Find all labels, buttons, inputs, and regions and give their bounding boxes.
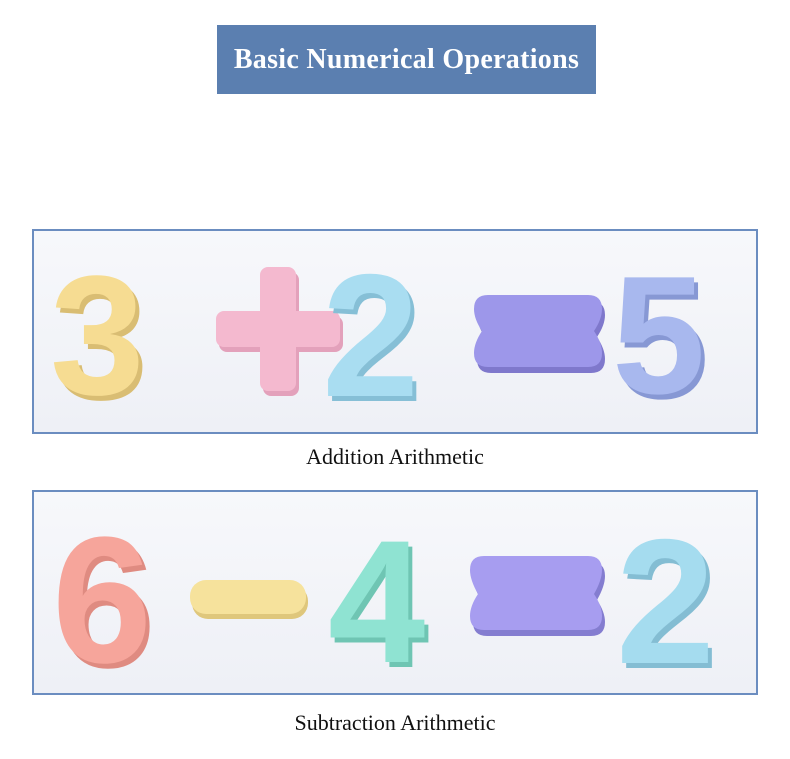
piece-3-shadow: 3 <box>54 246 149 432</box>
piece-6: 6 6 <box>52 500 156 693</box>
piece-2-glyph: 2 <box>322 239 419 432</box>
page-title: Basic Numerical Operations <box>217 25 596 94</box>
piece-6-glyph: 6 <box>52 500 152 693</box>
piece-2: 2 2 <box>322 239 423 432</box>
piece-4-glyph: 4 <box>328 505 425 693</box>
addition-caption: Addition Arithmetic <box>306 444 484 469</box>
piece-5-shadow: 5 <box>616 246 709 432</box>
subtraction-panel: 6 6 4 4 2 2 <box>32 490 758 695</box>
piece-3: 3 3 <box>50 241 149 432</box>
piece-2b-shadow: 2 <box>620 507 719 693</box>
piece-minus <box>190 580 308 619</box>
piece-3-glyph: 3 <box>50 241 145 431</box>
piece-2b: 2 2 <box>616 502 719 693</box>
piece-4-shadow: 4 <box>332 510 429 693</box>
piece-4: 4 4 <box>328 505 429 693</box>
title-text: Basic Numerical Operations <box>233 43 580 75</box>
piece-5: 5 5 <box>612 241 709 432</box>
piece-2-shadow: 2 <box>326 244 423 432</box>
addition-panel: 3 3 2 2 5 5 <box>32 229 758 434</box>
piece-plus-shape <box>216 267 340 391</box>
piece-equals <box>474 295 605 373</box>
piece-6-shadow: 6 <box>56 505 156 693</box>
piece-5-glyph: 5 <box>612 241 705 429</box>
subtraction-photo: 6 6 4 4 2 2 <box>52 500 719 693</box>
piece-equals-2-shape <box>470 556 602 630</box>
piece-equals-2 <box>470 556 605 636</box>
subtraction-caption: Subtraction Arithmetic <box>294 710 496 735</box>
piece-equals-shape <box>474 295 602 367</box>
piece-minus-shape <box>190 580 306 614</box>
piece-plus <box>216 267 343 396</box>
addition-photo: 3 3 2 2 5 5 <box>50 239 709 432</box>
piece-2b-glyph: 2 <box>616 502 715 693</box>
